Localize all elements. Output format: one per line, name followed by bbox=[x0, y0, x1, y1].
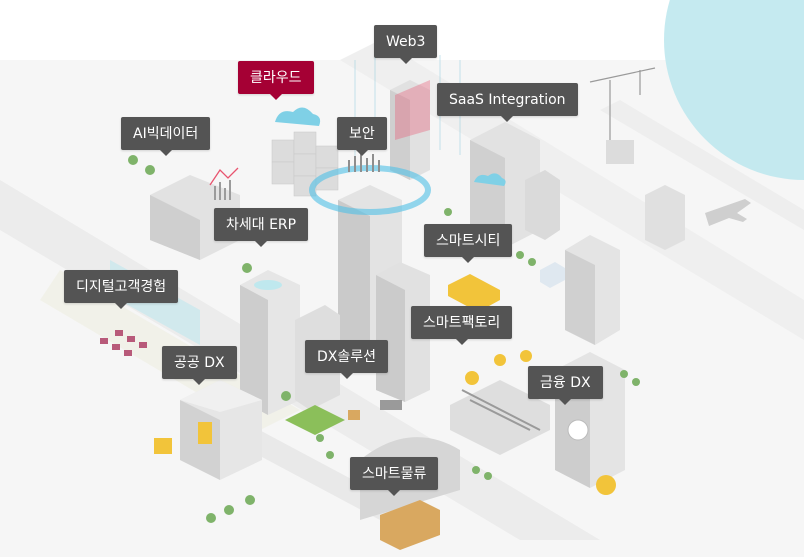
web3-building bbox=[354, 55, 461, 180]
saas-building bbox=[470, 67, 656, 248]
label-digital-cx[interactable]: 디지털고객경험 bbox=[64, 270, 179, 309]
label-finance-dx[interactable]: 금융 DX bbox=[528, 366, 603, 405]
label-ai-bigdata[interactable]: AI빅데이터 bbox=[121, 117, 211, 156]
security-tower bbox=[309, 150, 431, 356]
label-saas-integration[interactable]: SaaS Integration bbox=[437, 83, 578, 122]
public-building bbox=[154, 380, 262, 480]
label-dx-solution[interactable]: DX솔루션 bbox=[305, 340, 389, 379]
dx-solution-park bbox=[285, 400, 402, 435]
label-smart-factory[interactable]: 스마트팩토리 bbox=[411, 306, 513, 345]
label-security[interactable]: 보안 bbox=[337, 117, 387, 156]
label-public-dx[interactable]: 공공 DX bbox=[162, 346, 237, 385]
trees bbox=[128, 155, 640, 523]
airport-area bbox=[645, 185, 751, 250]
label-web3[interactable]: Web3 bbox=[374, 25, 438, 64]
cloud-server-cluster bbox=[271, 107, 339, 197]
smart-factory bbox=[450, 350, 550, 455]
label-next-gen-erp[interactable]: 차세대 ERP bbox=[214, 208, 309, 247]
label-smart-logistics[interactable]: 스마트물류 bbox=[350, 457, 439, 496]
label-cloud[interactable]: 클라우드 bbox=[238, 61, 314, 100]
label-smart-city[interactable]: 스마트시티 bbox=[424, 224, 513, 263]
